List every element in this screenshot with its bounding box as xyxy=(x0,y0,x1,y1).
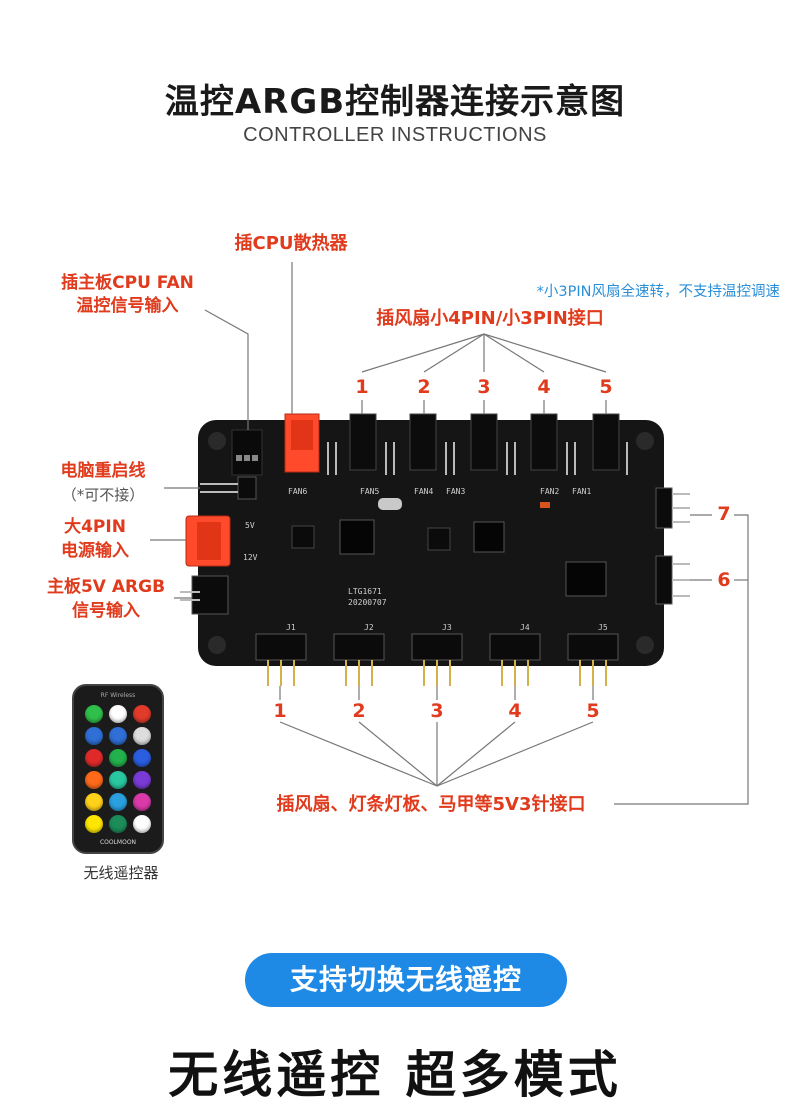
fan-number-5: 5 xyxy=(599,376,613,398)
remote-button xyxy=(85,771,103,789)
silk-fan1: FAN1 xyxy=(572,487,591,496)
side-number-7: 7 xyxy=(717,503,731,525)
silk-fan4: FAN4 xyxy=(414,487,433,496)
label-argb-port: 插风扇、灯条灯板、马甲等5V3针接口 xyxy=(276,794,586,815)
note-3pin: *小3PIN风扇全速转，不支持温控调速 xyxy=(536,284,780,300)
wireless-banner: 支持切换无线遥控 xyxy=(245,953,567,1007)
page-title: 温控ARGB控制器连接示意图 xyxy=(164,82,626,122)
remote-button xyxy=(133,705,151,723)
fan-number-4: 4 xyxy=(537,376,551,398)
remote-button xyxy=(109,727,127,745)
argb-number-2: 2 xyxy=(352,700,366,722)
mount-hole xyxy=(636,636,654,654)
remote-button xyxy=(133,749,151,767)
remote-brand: COOLMOON xyxy=(99,839,137,846)
silk-j1: J1 xyxy=(286,623,296,632)
label-power-1: 大4PIN xyxy=(64,517,126,537)
remote-button xyxy=(85,815,103,833)
argb-input-connector xyxy=(191,575,229,615)
page-subtitle: CONTROLLER INSTRUCTIONS xyxy=(243,124,547,146)
label-mb-cpu-fan-2: 温控信号输入 xyxy=(76,296,179,316)
silk-5v: 5V xyxy=(245,521,255,530)
silk-j5: J5 xyxy=(598,623,608,632)
smd-red xyxy=(540,502,550,508)
tagline: 无线遥控 超多模式 xyxy=(168,1046,622,1104)
remote-button xyxy=(133,771,151,789)
remote-button xyxy=(109,749,127,767)
fan-number-3: 3 xyxy=(477,376,491,398)
silk-fan2: FAN2 xyxy=(540,487,559,496)
regulator xyxy=(565,561,607,597)
remote-button xyxy=(133,815,151,833)
silk-fan5: FAN5 xyxy=(360,487,379,496)
label-power-2: 电源输入 xyxy=(61,541,129,561)
label-mb-cpu-fan-1: 插主板CPU FAN xyxy=(61,273,194,293)
mount-hole xyxy=(208,432,226,450)
reset-header xyxy=(237,476,257,500)
chip-driver xyxy=(473,521,505,553)
silk-model: LTG1671 xyxy=(348,587,382,596)
mb-fan-input-connector xyxy=(231,429,263,476)
remote-button xyxy=(85,749,103,767)
chip-main xyxy=(339,519,375,555)
fan-headers xyxy=(349,413,620,471)
mount-hole xyxy=(208,636,226,654)
side-number-6: 6 xyxy=(717,569,731,591)
silk-fan6: FAN6 xyxy=(288,487,307,496)
crystal xyxy=(378,498,402,510)
label-reset-1: 电脑重启线 xyxy=(60,461,146,481)
silk-j4: J4 xyxy=(520,623,530,632)
remote-button xyxy=(109,771,127,789)
remote-button xyxy=(85,793,103,811)
fan-pins xyxy=(327,442,628,475)
label-fan-port: 插风扇小4PIN/小3PIN接口 xyxy=(376,308,604,329)
label-argb-1: 主板5V ARGB xyxy=(46,577,166,597)
argb-number-1: 1 xyxy=(273,700,287,722)
remote-top-text: RF Wireless xyxy=(100,692,136,699)
silk-12v: 12V xyxy=(243,553,258,562)
remote-button xyxy=(85,705,103,723)
led-chip xyxy=(291,525,315,549)
remote-button-grid xyxy=(74,705,162,833)
remote-button xyxy=(109,705,127,723)
argb-number-5: 5 xyxy=(586,700,600,722)
fan-number-2: 2 xyxy=(417,376,431,398)
remote-button xyxy=(109,815,127,833)
label-cpu-cooler: 插CPU散热器 xyxy=(234,233,348,254)
mount-hole xyxy=(636,432,654,450)
silk-fan3: FAN3 xyxy=(446,487,465,496)
callout-lines xyxy=(150,262,749,805)
label-argb-2: 信号输入 xyxy=(72,601,140,621)
label-reset-2: （*可不接） xyxy=(61,486,145,504)
remote-button xyxy=(133,793,151,811)
silk-j2: J2 xyxy=(364,623,374,632)
argb-number-4: 4 xyxy=(508,700,522,722)
remote-control: RF Wireless COOLMOON xyxy=(72,684,164,854)
argb-number-3: 3 xyxy=(430,700,444,722)
remote-button xyxy=(109,793,127,811)
fan-number-1: 1 xyxy=(355,376,369,398)
remote-button xyxy=(85,727,103,745)
remote-button xyxy=(133,727,151,745)
silk-date: 20200707 xyxy=(348,598,387,607)
led-chip xyxy=(427,527,451,551)
silk-j3: J3 xyxy=(442,623,452,632)
argb-header-6 xyxy=(655,555,673,605)
argb-header-7 xyxy=(655,487,673,529)
remote-caption: 无线遥控器 xyxy=(83,864,159,882)
